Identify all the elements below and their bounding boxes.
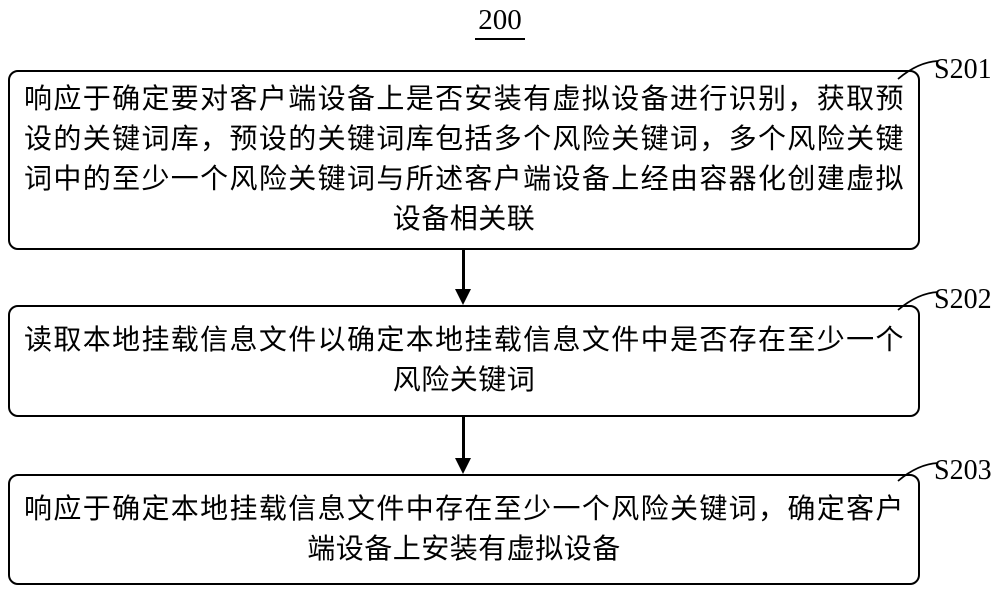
label-connector-s203 <box>897 462 939 482</box>
label-connector-s202 <box>897 291 939 311</box>
figure-title: 200 <box>0 4 1000 40</box>
label-connector-s201 <box>897 60 939 80</box>
figure-number: 200 <box>475 4 525 40</box>
step-s201-text: 响应于确定要对客户端设备上是否安装有虚拟设备进行识别，获取预设的关键词库，预设的… <box>24 84 904 235</box>
step-box-s202: 读取本地挂载信息文件以确定本地挂载信息文件中是否存在至少一个风险关键词 <box>8 305 920 417</box>
step-label-s202: S202 <box>934 284 992 315</box>
step-box-s201: 响应于确定要对客户端设备上是否安装有虚拟设备进行识别，获取预设的关键词库，预设的… <box>8 70 920 250</box>
step-box-s203: 响应于确定本地挂载信息文件中存在至少一个风险关键词，确定客户端设备上安装有虚拟设… <box>8 474 920 585</box>
step-label-s203: S203 <box>934 455 992 486</box>
arrow-down-head-1 <box>455 289 471 305</box>
step-s203-text: 响应于确定本地挂载信息文件中存在至少一个风险关键词，确定客户端设备上安装有虚拟设… <box>24 493 904 565</box>
arrow-down-line-2 <box>462 417 465 459</box>
arrow-down-line-1 <box>462 250 465 290</box>
step-s202-text: 读取本地挂载信息文件以确定本地挂载信息文件中是否存在至少一个风险关键词 <box>24 325 904 396</box>
step-label-s201: S201 <box>934 54 992 85</box>
arrow-down-head-2 <box>455 458 471 474</box>
